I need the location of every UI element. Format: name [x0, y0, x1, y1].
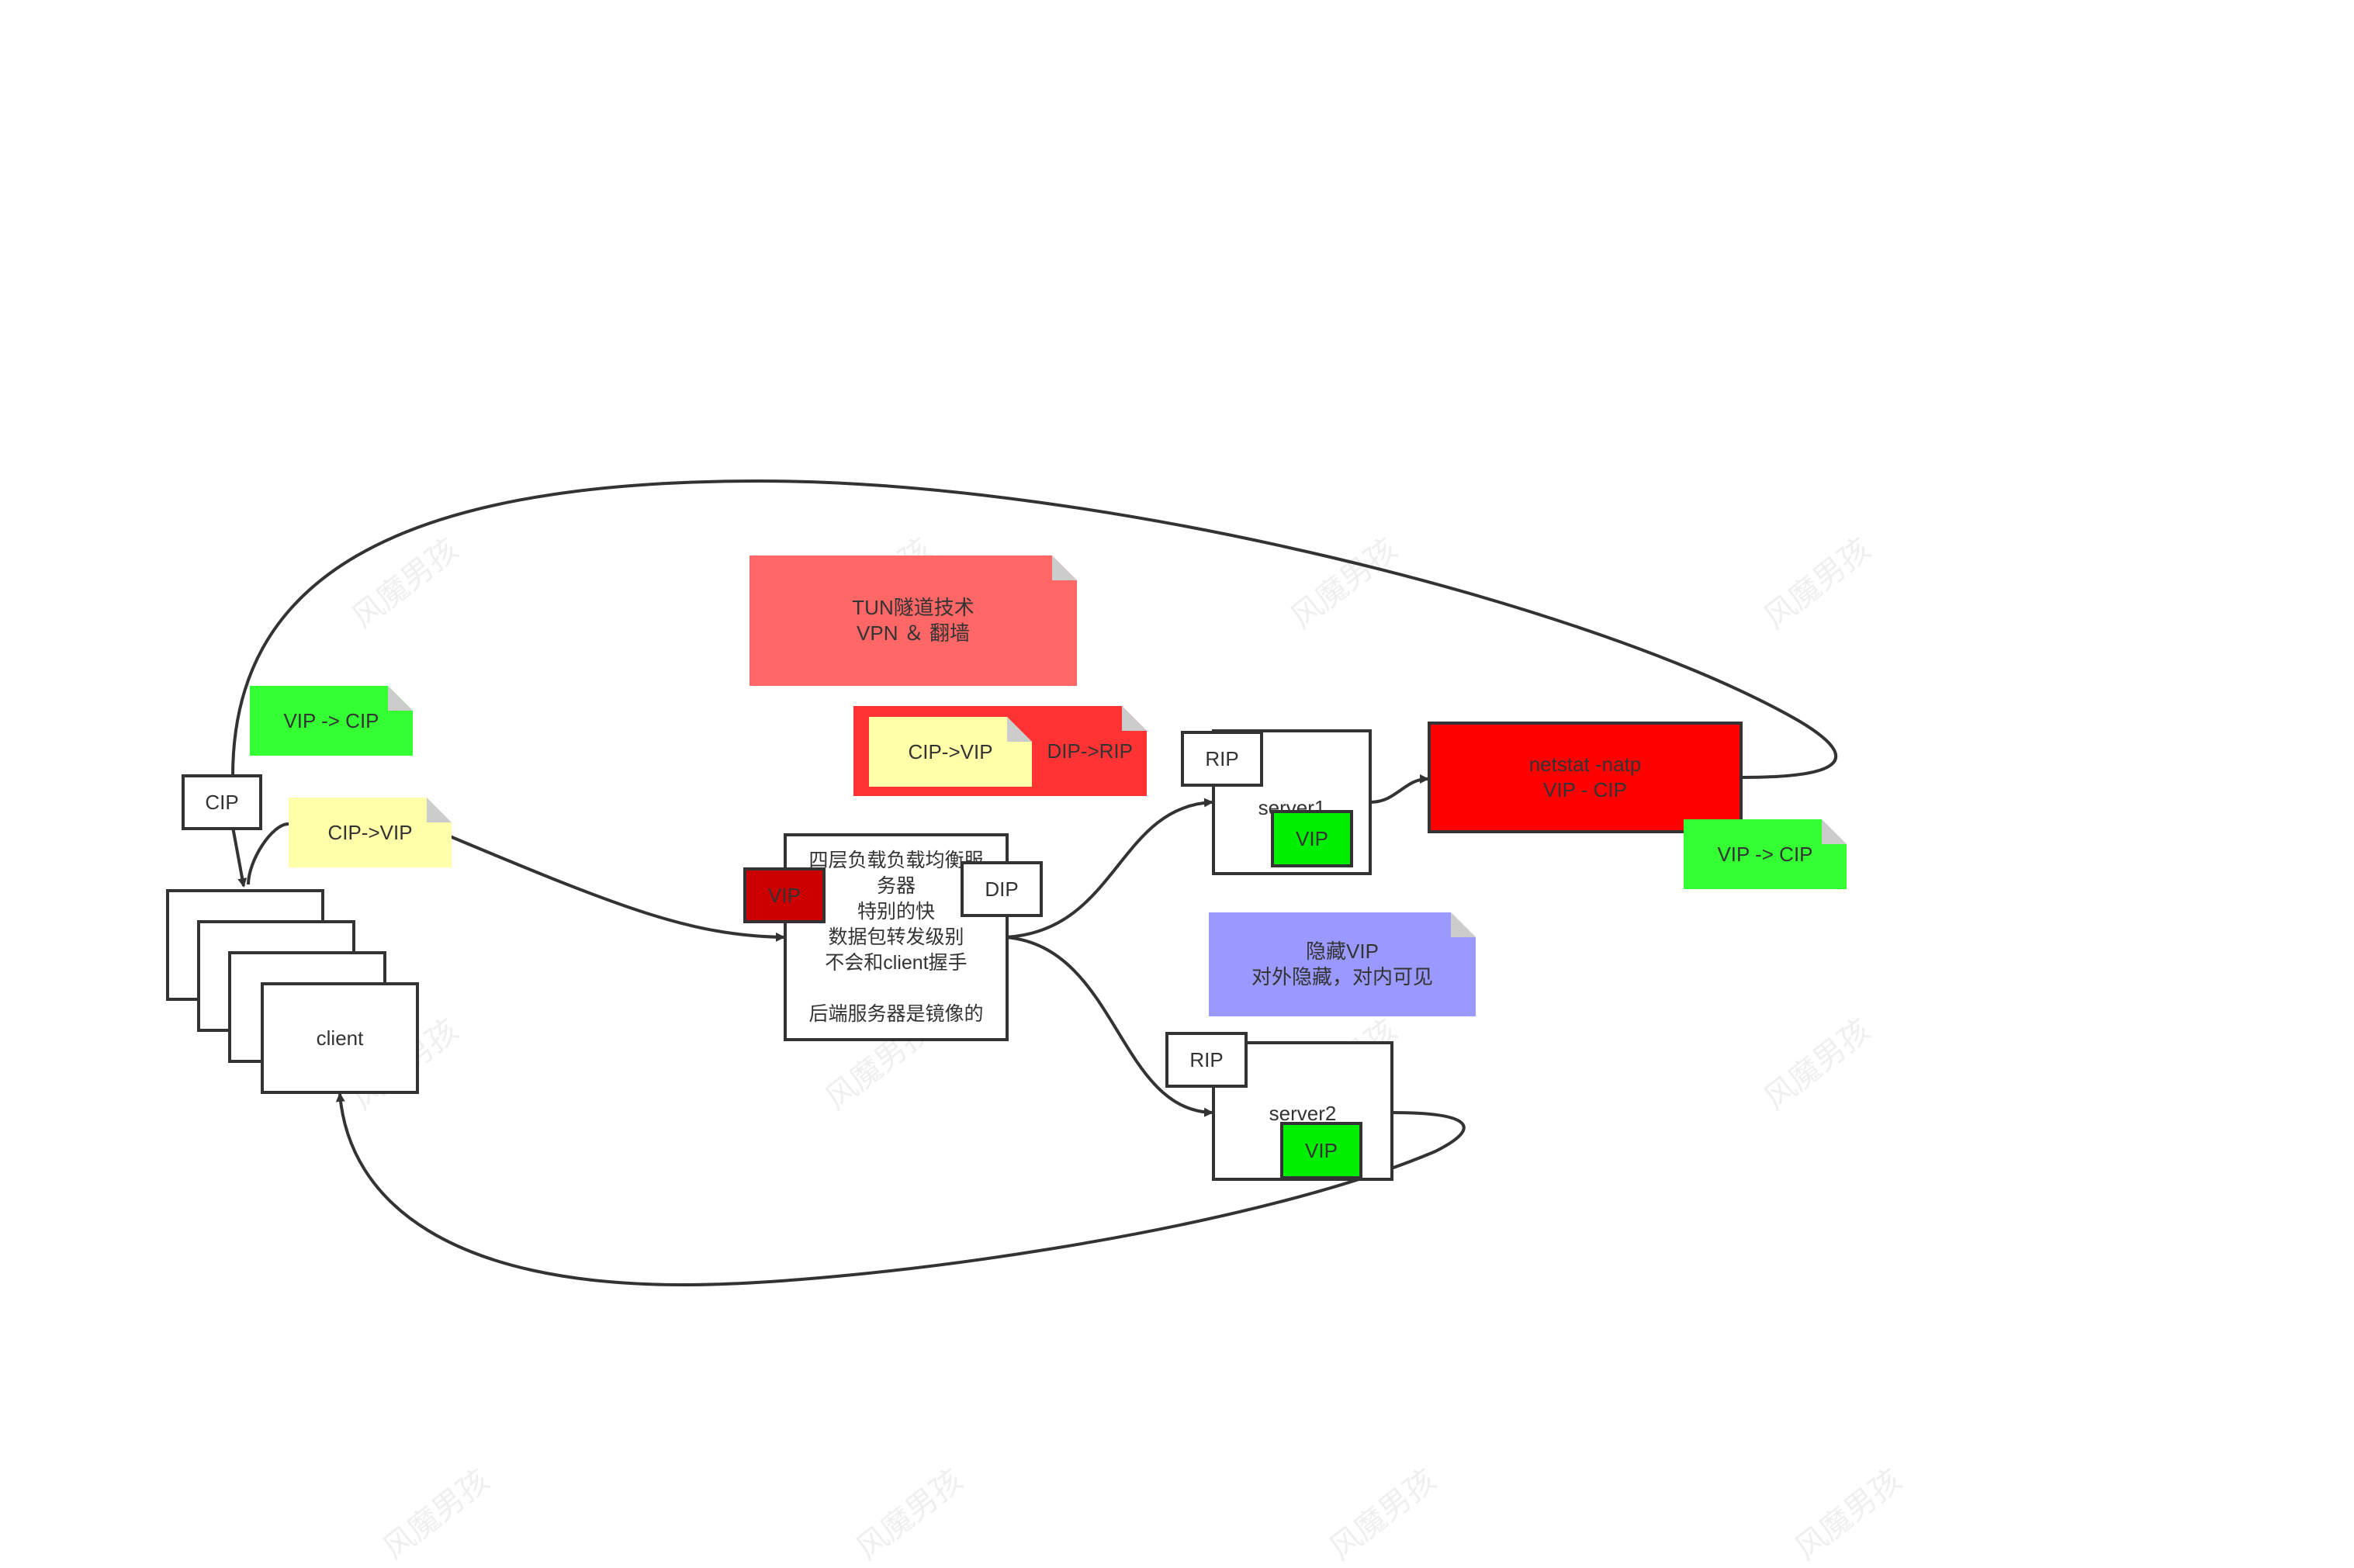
- client-label: client: [316, 1026, 364, 1050]
- lb-dip-label: DIP: [985, 877, 1019, 901]
- server1-rip-label: RIP: [1205, 746, 1239, 770]
- server2-vip-label: VIP: [1305, 1138, 1338, 1162]
- note-tunnel-inner[interactable]: CIP->VIP: [869, 717, 1032, 787]
- lb-vip-label: VIP: [768, 883, 801, 907]
- client-box[interactable]: client: [261, 982, 419, 1094]
- server2-rip-box[interactable]: RIP: [1165, 1032, 1248, 1088]
- server1-vip-label: VIP: [1296, 826, 1328, 850]
- note-vip-to-cip-left[interactable]: VIP -> CIP: [250, 686, 413, 756]
- arrow-server2-to-client: [335, 1092, 1466, 1287]
- server2-rip-label: RIP: [1189, 1047, 1224, 1071]
- netstat-text: netstat -natp VIP - CIP: [1528, 753, 1642, 801]
- note-tun[interactable]: TUN隧道技术 VPN ＆ 翻墙: [749, 556, 1077, 686]
- load-balancer-text: 四层负载负载均衡服 务器 特别的快 数据包转发级别 不会和client握手 后端…: [808, 849, 984, 1025]
- note-vip-to-cip-left-text: VIP -> CIP: [283, 709, 379, 732]
- arrow-client-to-lb: [247, 822, 289, 885]
- cip-label: CIP: [205, 790, 239, 814]
- note-vip-to-cip-right-text: VIP -> CIP: [1717, 843, 1813, 866]
- lb-dip-box[interactable]: DIP: [961, 861, 1043, 917]
- arrow-lb-to-server1: [1005, 798, 1213, 939]
- lb-vip-box[interactable]: VIP: [743, 867, 826, 923]
- server2-label: server2: [1269, 1102, 1337, 1125]
- server1-vip-box[interactable]: VIP: [1271, 810, 1353, 867]
- note-vip-to-cip-right[interactable]: VIP -> CIP: [1684, 819, 1847, 889]
- arrow-server1-to-netstat: [1369, 774, 1429, 804]
- note-hidden-vip[interactable]: 隐藏VIP 对外隐藏，对内可见: [1209, 912, 1476, 1016]
- note-tunnel-outer-text: DIP->RIP: [1047, 739, 1133, 763]
- arrow-netstat-loop-to-cip: [231, 479, 1838, 779]
- note-cip-to-vip-left[interactable]: CIP->VIP: [289, 798, 452, 867]
- note-tunnel-inner-text: CIP->VIP: [908, 740, 993, 763]
- netstat-box[interactable]: netstat -natp VIP - CIP: [1428, 722, 1743, 833]
- arrow-lb-to-server2: [1005, 936, 1213, 1117]
- arrow-cip-to-client: [231, 826, 248, 888]
- note-hidden-vip-text: 隐藏VIP 对外隐藏，对内可见: [1251, 940, 1433, 988]
- server2-vip-box[interactable]: VIP: [1280, 1122, 1362, 1179]
- note-tun-text: TUN隧道技术 VPN ＆ 翻墙: [852, 596, 974, 645]
- cip-box[interactable]: CIP: [182, 774, 262, 830]
- arrow-cipvip-to-lb: [449, 835, 785, 942]
- server1-rip-box[interactable]: RIP: [1181, 731, 1263, 787]
- note-cip-to-vip-left-text: CIP->VIP: [327, 821, 413, 844]
